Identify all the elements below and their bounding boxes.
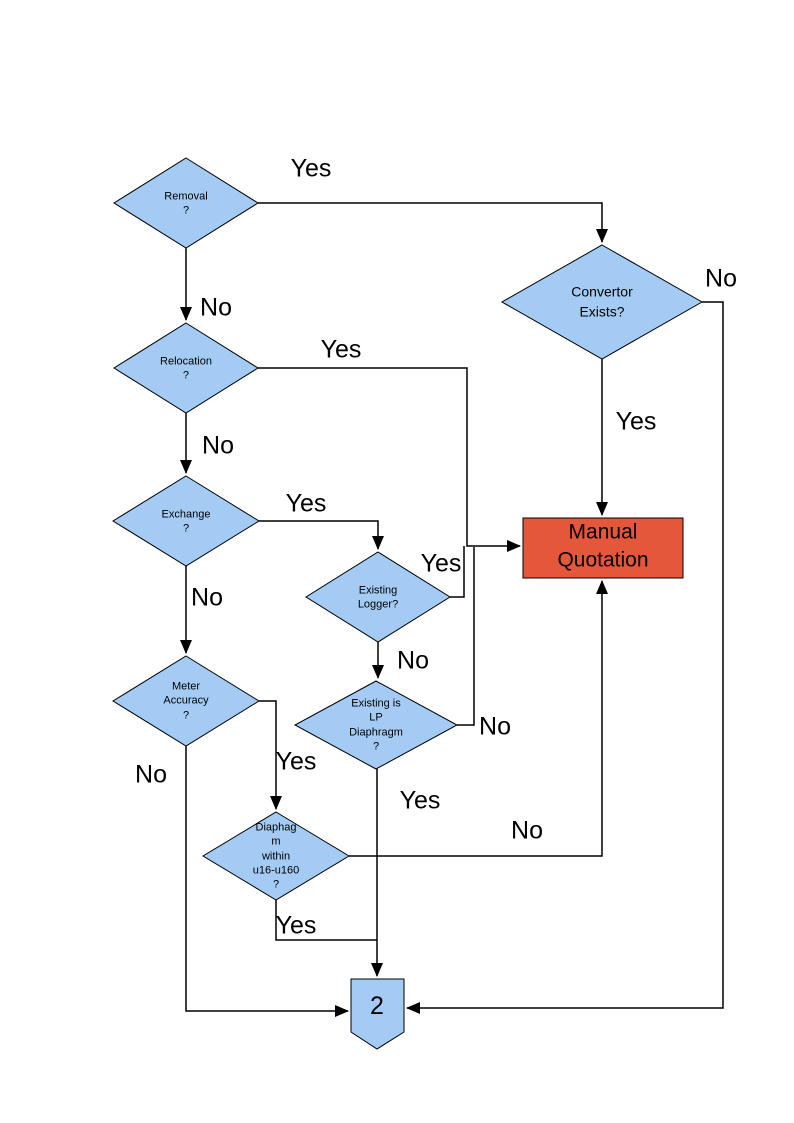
edge-exchange-yes	[259, 520, 384, 550]
offpage-connector-shape	[350, 978, 405, 1050]
edge-removal-yes	[258, 202, 608, 243]
edge-meter-yes	[259, 700, 282, 810]
edge-convertor-no	[406, 301, 724, 1014]
diaphragm-range-decision-shape	[202, 811, 350, 901]
exchange-decision-shape	[112, 475, 260, 567]
existing-logger-decision-shape	[305, 551, 451, 643]
convertor-exists-decision-shape	[500, 244, 704, 360]
edge-range-no	[349, 580, 608, 857]
manual-quotation-box	[522, 517, 684, 579]
existing-lp-diaphragm-decision-shape	[293, 680, 459, 770]
edge-lp-no	[457, 547, 475, 726]
edge-meter-no	[185, 746, 349, 1017]
removal-decision-shape	[113, 157, 259, 249]
edge-range-yes	[275, 900, 377, 941]
edge-relocation-yes	[258, 367, 521, 552]
edge-logger-yes	[450, 546, 465, 598]
relocation-decision-shape	[113, 322, 259, 414]
meter-accuracy-decision-shape	[112, 655, 260, 747]
